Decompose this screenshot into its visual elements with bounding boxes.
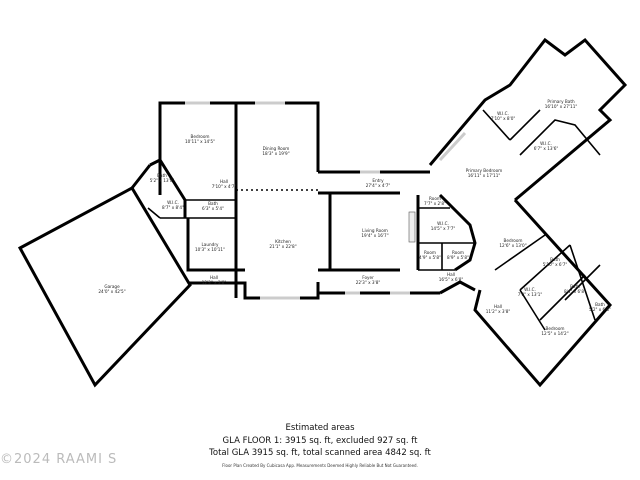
room-label: W.I.C.7'0" x 13'1" xyxy=(518,287,543,297)
room-label: W.I.C.14'5" x 7'7" xyxy=(431,221,456,231)
room-label: W.I.C.8'7" x 8'4" xyxy=(162,200,184,210)
estimated-areas-title: Estimated areas xyxy=(285,423,355,433)
gla-floor-area: GLA FLOOR 1: 3915 sq. ft, excluded 927 s… xyxy=(222,436,418,446)
room-label: W.I.C.7'10" x 8'0" xyxy=(491,111,516,121)
disclaimer-note: Floor Plan Created By Cubicasa App. Meas… xyxy=(222,463,418,468)
copyright-watermark: ©2024 RAAMI S xyxy=(0,452,118,467)
walls xyxy=(17,37,628,388)
windows xyxy=(185,101,467,300)
total-area: Total GLA 3915 sq. ft, total scanned are… xyxy=(209,448,431,458)
room-label: W.I.C.6'7" x 13'6" xyxy=(534,141,559,151)
garage-walls xyxy=(17,186,192,388)
